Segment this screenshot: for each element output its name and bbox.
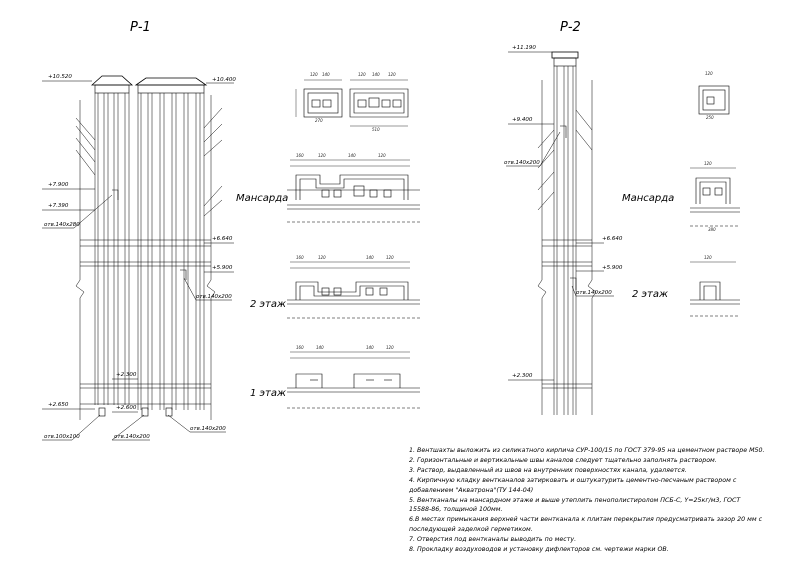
dimension-label: 120 <box>704 161 712 166</box>
note-line: 7. Отверстия под вентканалы выводить по … <box>409 536 577 544</box>
opening-label: отв.100х100 <box>44 434 80 440</box>
dimension-label: 120 <box>704 255 712 260</box>
roof-lines <box>75 107 223 217</box>
elevation-lines <box>508 51 604 381</box>
plan-second-floor-p2 <box>690 261 740 317</box>
dimension-label: 120 <box>310 72 318 77</box>
plan-details-p2 <box>690 85 740 317</box>
shaft-walls <box>553 66 577 415</box>
floor-label-mansard-p2: Мансарда <box>622 193 675 204</box>
floor-label-first: 1 этаж <box>250 388 286 399</box>
plan-outline <box>303 88 343 118</box>
elevation-lines <box>42 80 234 413</box>
elevation-label: +2.300 <box>512 373 533 379</box>
break-lines <box>537 80 597 415</box>
leader-lines <box>506 131 614 297</box>
note-line: 2. Горизонтальные и вертикальные швы кан… <box>409 456 717 464</box>
plan-outline <box>698 85 730 115</box>
shaft-walls <box>94 93 130 405</box>
elevation-label: +2.300 <box>116 372 137 378</box>
floor-slabs <box>80 239 211 405</box>
elevation-label: +10.520 <box>48 74 72 80</box>
note-line: 15588-86, толщиной 100мм. <box>409 506 503 514</box>
floor-slabs <box>542 239 592 389</box>
dimension-label: 120 <box>358 72 366 77</box>
elevation-label: +6.640 <box>212 236 233 242</box>
dimension-label: 140 <box>366 345 374 350</box>
plan-mansard-p2 <box>690 167 740 227</box>
note-line: 5. Вентканалы на мансардном этаже и выше… <box>409 496 741 504</box>
dimension-label: 120 <box>318 255 326 260</box>
plan-mansard <box>287 159 420 223</box>
section-title-p1: Р-1 <box>130 20 151 35</box>
note-line: добавлением "Акватрона"(ТУ 144-04) <box>409 486 534 494</box>
elevation-label: +11.190 <box>512 45 536 51</box>
shaft-cap <box>551 51 579 59</box>
dimension-label: 120 <box>705 71 713 76</box>
shaft-body <box>94 84 130 94</box>
notes-block: 1. Вентшахты выложить из силикатного кир… <box>409 446 789 555</box>
plan-first-floor <box>287 351 420 409</box>
vent-outlets <box>560 125 577 290</box>
section-p1-drawing <box>42 75 234 441</box>
elevation-label: +7.900 <box>48 182 69 188</box>
dimension-label: 140 <box>322 72 330 77</box>
shaft-cap <box>90 75 134 86</box>
roof-lines <box>537 109 593 211</box>
note-line: 8. Прокладку воздуховодов и установку ди… <box>409 546 669 554</box>
leader-lines <box>42 194 232 441</box>
elevation-label: +2.600 <box>116 405 137 411</box>
dimension-label: 120 <box>378 153 386 158</box>
elevation-label: +7.390 <box>48 203 69 209</box>
elevation-label: +5.900 <box>212 265 233 271</box>
dimension-label: 160 <box>296 345 304 350</box>
plan-second-floor <box>287 261 420 319</box>
plan-outline <box>349 88 409 118</box>
plan-details <box>287 79 420 409</box>
elevation-label: +2.650 <box>48 402 69 408</box>
vent-outlets <box>98 189 187 417</box>
dimension-label: 120 <box>386 255 394 260</box>
opening-label: отв.140х200 <box>190 426 226 432</box>
dimension-label: 160 <box>296 153 304 158</box>
dimension-label: 120 <box>386 345 394 350</box>
floor-label-mansard: Мансарда <box>236 193 289 204</box>
shaft-body <box>137 84 205 94</box>
note-line: 6.В местах примыкания верхней части вент… <box>409 516 763 524</box>
elevation-label: +6.640 <box>602 236 623 242</box>
note-line: 1. Вентшахты выложить из силикатного кир… <box>409 447 765 454</box>
dimension-label: 120 <box>318 153 326 158</box>
dimension-label: 140 <box>316 345 324 350</box>
opening-label: отв.140х280 <box>44 222 80 228</box>
dimension-label: 120 <box>388 72 396 77</box>
opening-label: отв.140х200 <box>114 434 150 440</box>
opening-label: отв.140х200 <box>504 160 540 166</box>
dimension-label: 140 <box>372 72 380 77</box>
note-line: 4. Кирпичную кладку вентканалов затирков… <box>409 476 737 484</box>
floor-label-second-p2: 2 этаж <box>632 289 668 300</box>
dimension-label: 380 <box>708 227 716 232</box>
shaft-body <box>553 57 577 67</box>
elevation-label: +9.400 <box>512 117 533 123</box>
elevation-label: +5.900 <box>602 265 623 271</box>
break-lines <box>75 95 216 420</box>
floor-label-second: 2 этаж <box>250 299 286 310</box>
opening-label: отв.140х200 <box>576 290 612 296</box>
dimension-label: 160 <box>296 255 304 260</box>
dimension-label: 270 <box>315 118 323 123</box>
elevation-label: +10.400 <box>212 77 236 83</box>
shaft-walls <box>137 93 205 410</box>
opening-label: отв.140х200 <box>196 294 232 300</box>
section-p2-drawing <box>506 51 614 415</box>
dimension-label: 510 <box>372 127 380 132</box>
note-line: 3. Раствор, выдавленный из швов на внутр… <box>409 466 687 474</box>
dimension-label: 250 <box>706 115 714 120</box>
dimension-label: 140 <box>366 255 374 260</box>
shaft-cap <box>134 77 208 86</box>
dimension-label: 140 <box>348 153 356 158</box>
section-title-p2: Р-2 <box>560 20 581 35</box>
note-line: последующей заделкой герметиком. <box>409 526 533 534</box>
